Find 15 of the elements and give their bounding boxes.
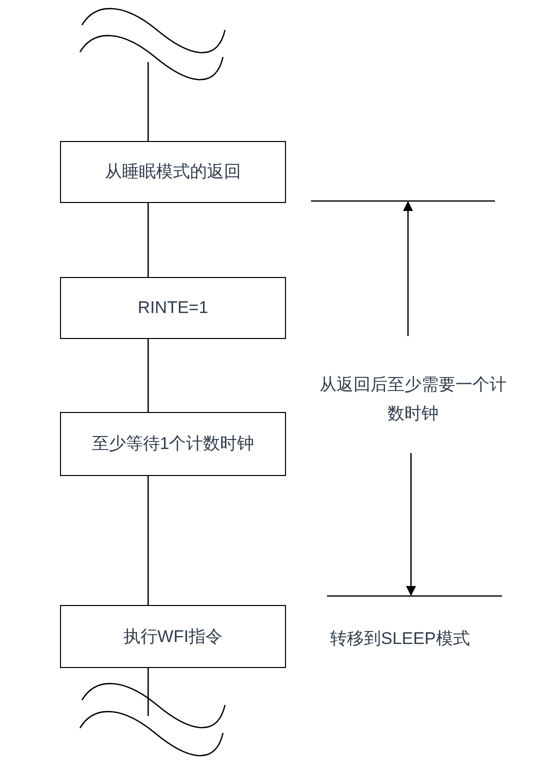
process-box [60,412,286,476]
step-text: 从睡眠模式的返回 [105,161,241,184]
step-text: 执行WFI指令 [123,626,223,648]
connector-line [147,203,149,277]
connector-line [147,476,149,605]
duration-label: 从返回后至少需要一个计数时钟 [318,374,508,425]
connector-line [147,339,149,412]
process-box [60,141,286,203]
connector-line [147,62,149,141]
process-box [60,605,286,668]
state-label: 转移到SLEEP模式 [330,628,471,650]
connector-line [147,668,149,716]
step-text: 至少等待1个计数时钟 [92,433,254,456]
step-text: RINTE=1 [138,297,208,320]
process-box [60,277,286,339]
